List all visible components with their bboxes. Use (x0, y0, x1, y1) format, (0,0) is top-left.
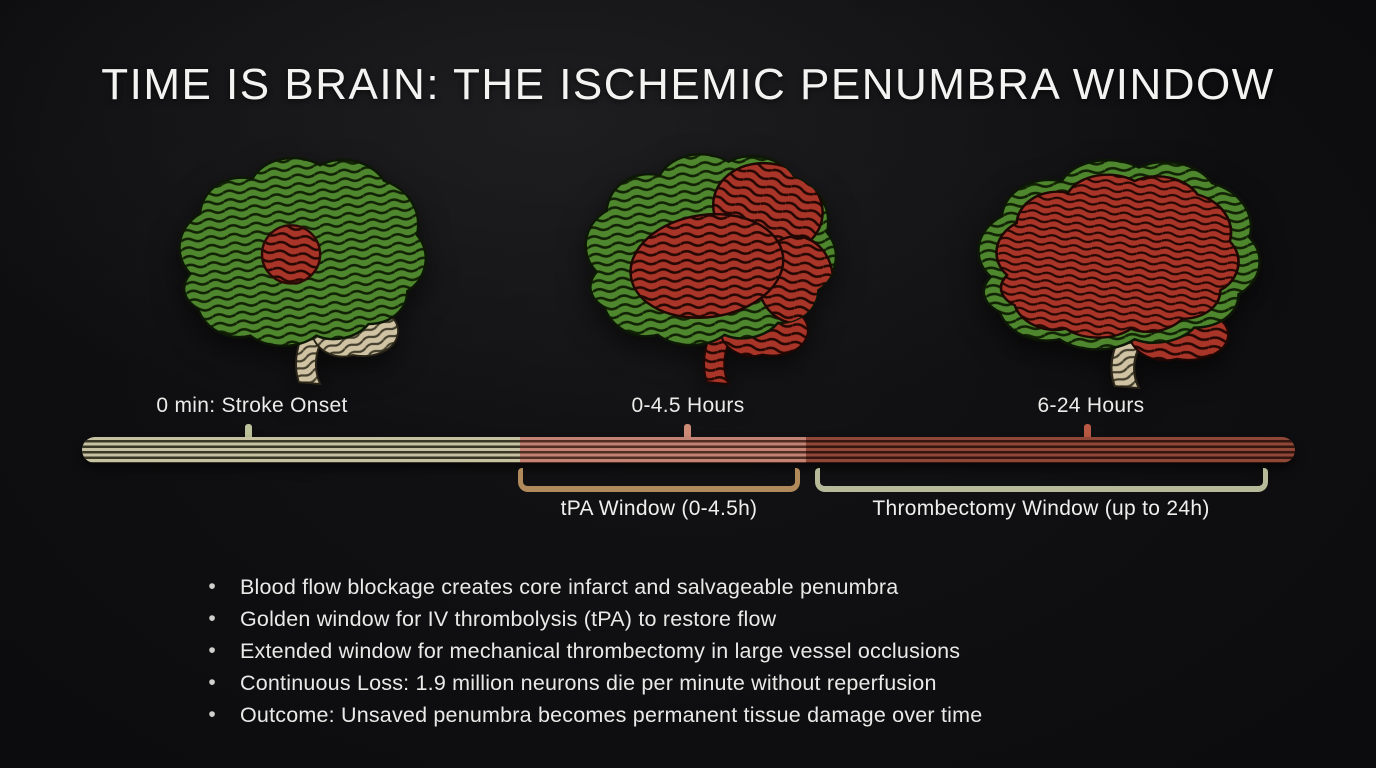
tpa-window-label: tPA Window (0-4.5h) (560, 497, 758, 520)
timeline-tick-tpa (684, 424, 691, 440)
bullet-icon: • (208, 607, 216, 630)
list-item: • Outcome: Unsaved penumbra becomes perm… (204, 699, 1254, 731)
key-point-text: Blood flow blockage creates core infarct… (240, 575, 899, 599)
list-item: • Golden window for IV thrombolysis (tPA… (204, 603, 1254, 635)
key-point-text: Extended window for mechanical thrombect… (240, 639, 961, 663)
bullet-icon: • (208, 703, 216, 726)
key-point-text: Golden window for IV thrombolysis (tPA) … (240, 607, 777, 631)
bullet-icon: • (208, 639, 216, 662)
timeline-segment-late (806, 437, 1295, 463)
brain-partially-infarcted-icon (584, 153, 838, 386)
list-item: • Extended window for mechanical thrombe… (204, 635, 1254, 667)
timeline-tick-late (1084, 424, 1091, 440)
stage-label-tpa-window: 0-4.5 Hours (631, 394, 745, 417)
timeline-tick-onset (245, 424, 252, 440)
thrombectomy-window-bracket (815, 468, 1268, 492)
tpa-window-bracket (518, 468, 800, 492)
infarct-core-dot (260, 224, 322, 285)
list-item: • Blood flow blockage creates core infar… (204, 571, 1254, 603)
page-title: TIME IS BRAIN: THE ISCHEMIC PENUMBRA WIN… (101, 60, 1275, 109)
brain-mostly-infarcted-icon (976, 158, 1261, 390)
thrombectomy-window-label: Thrombectomy Window (up to 24h) (872, 497, 1210, 520)
key-points-list: • Blood flow blockage creates core infar… (204, 571, 1254, 731)
timeline-segment-onset (82, 437, 520, 463)
timeline-segment-tpa (520, 437, 806, 463)
key-point-text: Continuous Loss: 1.9 million neurons die… (240, 671, 937, 695)
list-item: • Continuous Loss: 1.9 million neurons d… (204, 667, 1254, 699)
infarct-spread-region (995, 173, 1240, 339)
key-point-text: Outcome: Unsaved penumbra becomes perman… (240, 703, 983, 727)
bullet-icon: • (208, 575, 216, 598)
stage-label-late-window: 6-24 Hours (1037, 394, 1145, 417)
bullet-icon: • (208, 671, 216, 694)
stage-label-onset: 0 min: Stroke Onset (156, 394, 348, 417)
timeline-bar (82, 437, 1295, 463)
brain-mostly-healthy-icon (178, 156, 427, 386)
